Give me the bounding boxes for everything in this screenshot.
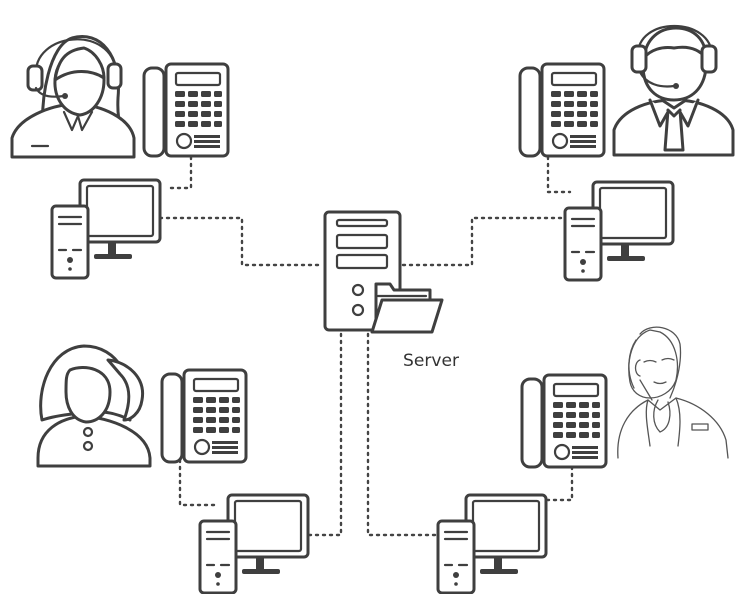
desktop-computer-icon (436, 493, 548, 594)
headset-agent-man-icon (612, 25, 735, 157)
desktop-computer-icon (50, 178, 162, 280)
folder-icon (370, 282, 444, 334)
headset-agent-woman-icon (10, 35, 136, 159)
desk-phone-icon (142, 62, 230, 158)
desktop-computer-icon (563, 180, 675, 282)
desk-phone-icon (160, 368, 248, 464)
desk-phone-icon (520, 373, 608, 469)
woman-on-phone-icon (36, 344, 152, 468)
desk-phone-icon (518, 62, 606, 158)
connection-lines (158, 148, 577, 537)
sketch-agent-woman-icon (617, 326, 729, 459)
server-label: Server (403, 351, 460, 371)
desktop-computer-icon (198, 493, 310, 594)
